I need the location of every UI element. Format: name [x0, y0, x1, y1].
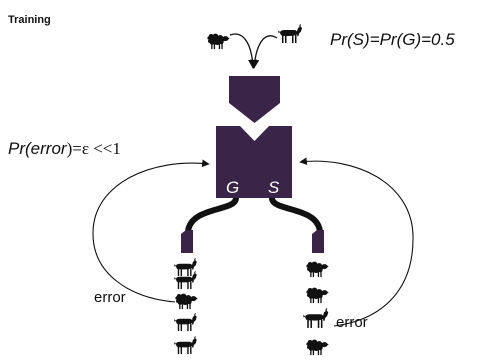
left-output-column — [173, 258, 198, 355]
right-output-column — [303, 261, 329, 356]
prior-equation: Pr(S)=Pr(G)=0.5 — [330, 30, 455, 49]
left-column-goat-icon-4 — [173, 336, 197, 355]
right-column-goat-icon — [303, 308, 329, 328]
left-column-goat-icon-3 — [173, 313, 197, 332]
left-column-goat-icon-1 — [173, 258, 197, 277]
left-column-goat-icon-2 — [173, 271, 197, 290]
error-rate-suffix: )=ε <<1 — [67, 139, 121, 158]
output-tube-left — [185, 197, 239, 233]
output-label-g: G — [226, 178, 239, 197]
feedback-loop-right — [299, 157, 414, 327]
section-heading: Training — [8, 14, 51, 26]
machine-funnel — [229, 76, 280, 123]
error-rate-word: error — [31, 139, 68, 158]
input-arrow-right — [250, 35, 278, 69]
output-tube-right — [269, 197, 323, 233]
output-nozzle-right — [312, 230, 324, 253]
feedback-loop-left — [92, 159, 210, 303]
error-label-right: error — [336, 314, 368, 331]
input-goat-icon — [278, 24, 302, 43]
output-label-s: S — [268, 178, 280, 197]
error-label-left: error — [94, 289, 126, 306]
error-rate-equation: Pr(error)=ε <<1 — [8, 139, 121, 158]
input-arrow-left — [229, 33, 258, 69]
right-column-sheep-icon-2 — [306, 287, 329, 304]
machine-body — [216, 126, 292, 198]
left-column-sheep-icon — [175, 293, 198, 310]
input-sheep-icon — [207, 33, 230, 50]
right-column-sheep-icon-3 — [306, 339, 329, 356]
right-column-sheep-icon-1 — [306, 261, 329, 278]
error-rate-prefix: Pr( — [8, 139, 33, 158]
output-nozzle-left — [181, 230, 193, 253]
